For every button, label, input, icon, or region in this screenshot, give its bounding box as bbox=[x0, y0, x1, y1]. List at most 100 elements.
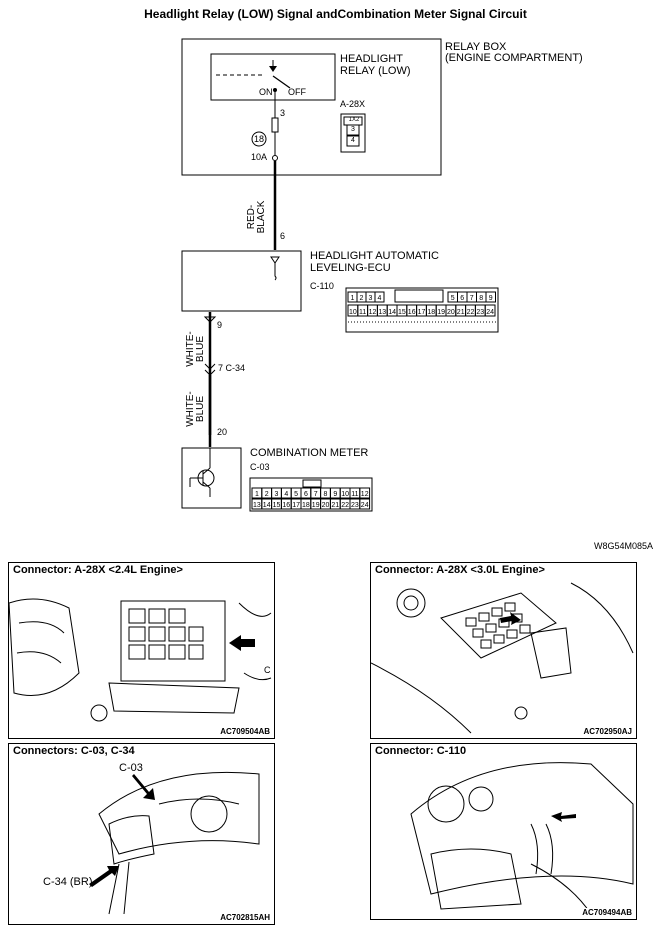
dashboard-illustration bbox=[89, 771, 260, 915]
c110-pin-number: 24 bbox=[486, 309, 494, 316]
c03-pin-number: 9 bbox=[333, 491, 337, 498]
panel-code: AC702815AH bbox=[220, 913, 270, 922]
c03-pin-number: 12 bbox=[361, 491, 369, 498]
ecu-label-2: LEVELING-ECU bbox=[310, 262, 391, 274]
c03-pin-number: 2 bbox=[265, 491, 269, 498]
engine-bay-illustration bbox=[9, 598, 272, 722]
c03-pin-cell bbox=[359, 487, 371, 499]
junction-c34-label: 7 C-34 bbox=[218, 363, 246, 373]
c110-pin-number: 20 bbox=[447, 309, 455, 316]
relay-switch-contact bbox=[272, 75, 291, 89]
c110-pin-number: 19 bbox=[437, 309, 445, 316]
c110-pin-number: 23 bbox=[476, 309, 484, 316]
c110-pin-number: 3 bbox=[369, 295, 373, 302]
combination-meter-box bbox=[181, 447, 242, 509]
panel-title: Connectors: C-03, C-34 bbox=[13, 745, 138, 757]
ecu-connector-label: C-110 bbox=[310, 281, 334, 291]
engine-bay-illustration bbox=[371, 582, 634, 734]
c03-pin-number: 3 bbox=[275, 491, 279, 498]
fuse-rating: 10A bbox=[251, 152, 268, 162]
wire3-pin-20: 20 bbox=[217, 427, 228, 437]
c110-pin-number: 1 bbox=[351, 295, 355, 302]
panel-code: AC709504AB bbox=[220, 727, 270, 736]
connector-a28x-label: A-28X bbox=[340, 99, 366, 109]
connector-a28x-diagram bbox=[340, 113, 366, 153]
c110-pin-number: 22 bbox=[467, 309, 475, 316]
panel-code: AC702950AJ bbox=[583, 727, 632, 736]
c110-pin-cell bbox=[374, 291, 385, 303]
c03-pin-number: 24 bbox=[361, 502, 369, 509]
c110-pin-cell bbox=[484, 304, 496, 317]
callout-c34: C-34 (BR) bbox=[43, 876, 93, 888]
panel-a28x-30l: Connector: A-28X <3.0L Engine> AC702950A… bbox=[370, 562, 637, 739]
relay-off-label: OFF bbox=[288, 87, 306, 97]
panel-code: AC709494AB bbox=[582, 908, 632, 917]
c03-pin-number: 17 bbox=[292, 502, 300, 509]
meter-connector-label: C-03 bbox=[250, 462, 270, 472]
panel-title: Connector: A-28X <2.4L Engine> bbox=[13, 564, 186, 576]
c110-pin-number: 6 bbox=[460, 295, 464, 302]
callout-c03: C-03 bbox=[119, 762, 143, 774]
relay-box-label-1: RELAY BOX bbox=[445, 41, 507, 53]
relay-box-label-2: (ENGINE COMPARTMENT) bbox=[445, 52, 583, 64]
c03-pin-number: 22 bbox=[341, 502, 349, 509]
c03-pin-number: 8 bbox=[324, 491, 328, 498]
c110-pin-number: 21 bbox=[457, 309, 465, 316]
c110-pin-number: 18 bbox=[427, 309, 435, 316]
c03-pin-number: 23 bbox=[351, 502, 359, 509]
c110-pin-number: 8 bbox=[479, 295, 483, 302]
c03-pin-number: 13 bbox=[253, 502, 261, 509]
c03-pin-number: 19 bbox=[312, 502, 320, 509]
fuse-number: 18 bbox=[254, 134, 265, 144]
wire2-pin-9: 9 bbox=[217, 320, 223, 330]
meter-label: COMBINATION METER bbox=[250, 447, 369, 459]
headlight-relay-label-1: HEADLIGHT bbox=[340, 53, 403, 65]
c110-pin-number: 13 bbox=[378, 309, 386, 316]
wire3-color: WHITE-BLUE bbox=[185, 391, 206, 427]
c03-pin-number: 21 bbox=[331, 502, 339, 509]
c03-pin-number: 7 bbox=[314, 491, 318, 498]
c110-pin-number: 5 bbox=[451, 295, 455, 302]
c03-pin-number: 1 bbox=[255, 491, 259, 498]
c110-pin-number: 11 bbox=[359, 309, 366, 316]
relay-on-label: ON bbox=[259, 87, 273, 97]
panel-extra-label: C bbox=[264, 665, 271, 675]
a28x-pin-4: 4 bbox=[351, 137, 355, 144]
relay-pin-3: 3 bbox=[280, 108, 286, 118]
c110-pin-number: 4 bbox=[378, 295, 382, 302]
panel-title: Connector: A-28X <3.0L Engine> bbox=[375, 564, 548, 576]
c03-pin-number: 18 bbox=[302, 502, 310, 509]
panel-c110: Connector: C-110 AC709494AB bbox=[370, 743, 637, 920]
fuse-18-symbol bbox=[251, 131, 267, 147]
c110-pin-number: 7 bbox=[470, 295, 474, 302]
c03-pin-number: 16 bbox=[282, 502, 290, 509]
c03-pin-number: 5 bbox=[294, 491, 298, 498]
wire2-color: WHITE-BLUE bbox=[185, 331, 206, 367]
c03-pin-number: 11 bbox=[351, 491, 358, 498]
wire1-color: RED-BLACK bbox=[246, 200, 267, 234]
c03-pin-number: 14 bbox=[263, 502, 271, 509]
leveling-ecu-box bbox=[181, 250, 302, 312]
a28x-pin-3: 3 bbox=[351, 126, 355, 133]
dashboard-illustration bbox=[410, 762, 634, 915]
c110-pin-number: 12 bbox=[369, 309, 377, 316]
ecu-label-1: HEADLIGHT AUTOMATIC bbox=[310, 250, 439, 262]
c110-pin-number: 15 bbox=[398, 309, 406, 316]
c03-pin-number: 4 bbox=[284, 491, 288, 498]
c110-pin-number: 9 bbox=[489, 295, 493, 302]
c03-pin-number: 15 bbox=[273, 502, 281, 509]
headlight-relay-label-2: RELAY (LOW) bbox=[340, 65, 411, 77]
panel-c03-c34: Connectors: C-03, C-34 C-03 C-34 (BR) AC… bbox=[8, 743, 275, 925]
panel-a28x-24l: Connector: A-28X <2.4L Engine> C AC70950… bbox=[8, 562, 275, 739]
c03-pin-cell bbox=[359, 498, 371, 510]
panel-title: Connector: C-110 bbox=[375, 745, 470, 757]
a28x-pin-row1: 1X2 bbox=[348, 117, 360, 123]
c110-pin-cell bbox=[485, 291, 496, 303]
diagram-title: Headlight Relay (LOW) Signal andCombinat… bbox=[144, 7, 527, 21]
relay-switch-box bbox=[210, 53, 336, 101]
c110-pin-number: 2 bbox=[360, 295, 364, 302]
c110-pin-number: 14 bbox=[388, 309, 396, 316]
c110-pin-number: 17 bbox=[418, 309, 426, 316]
